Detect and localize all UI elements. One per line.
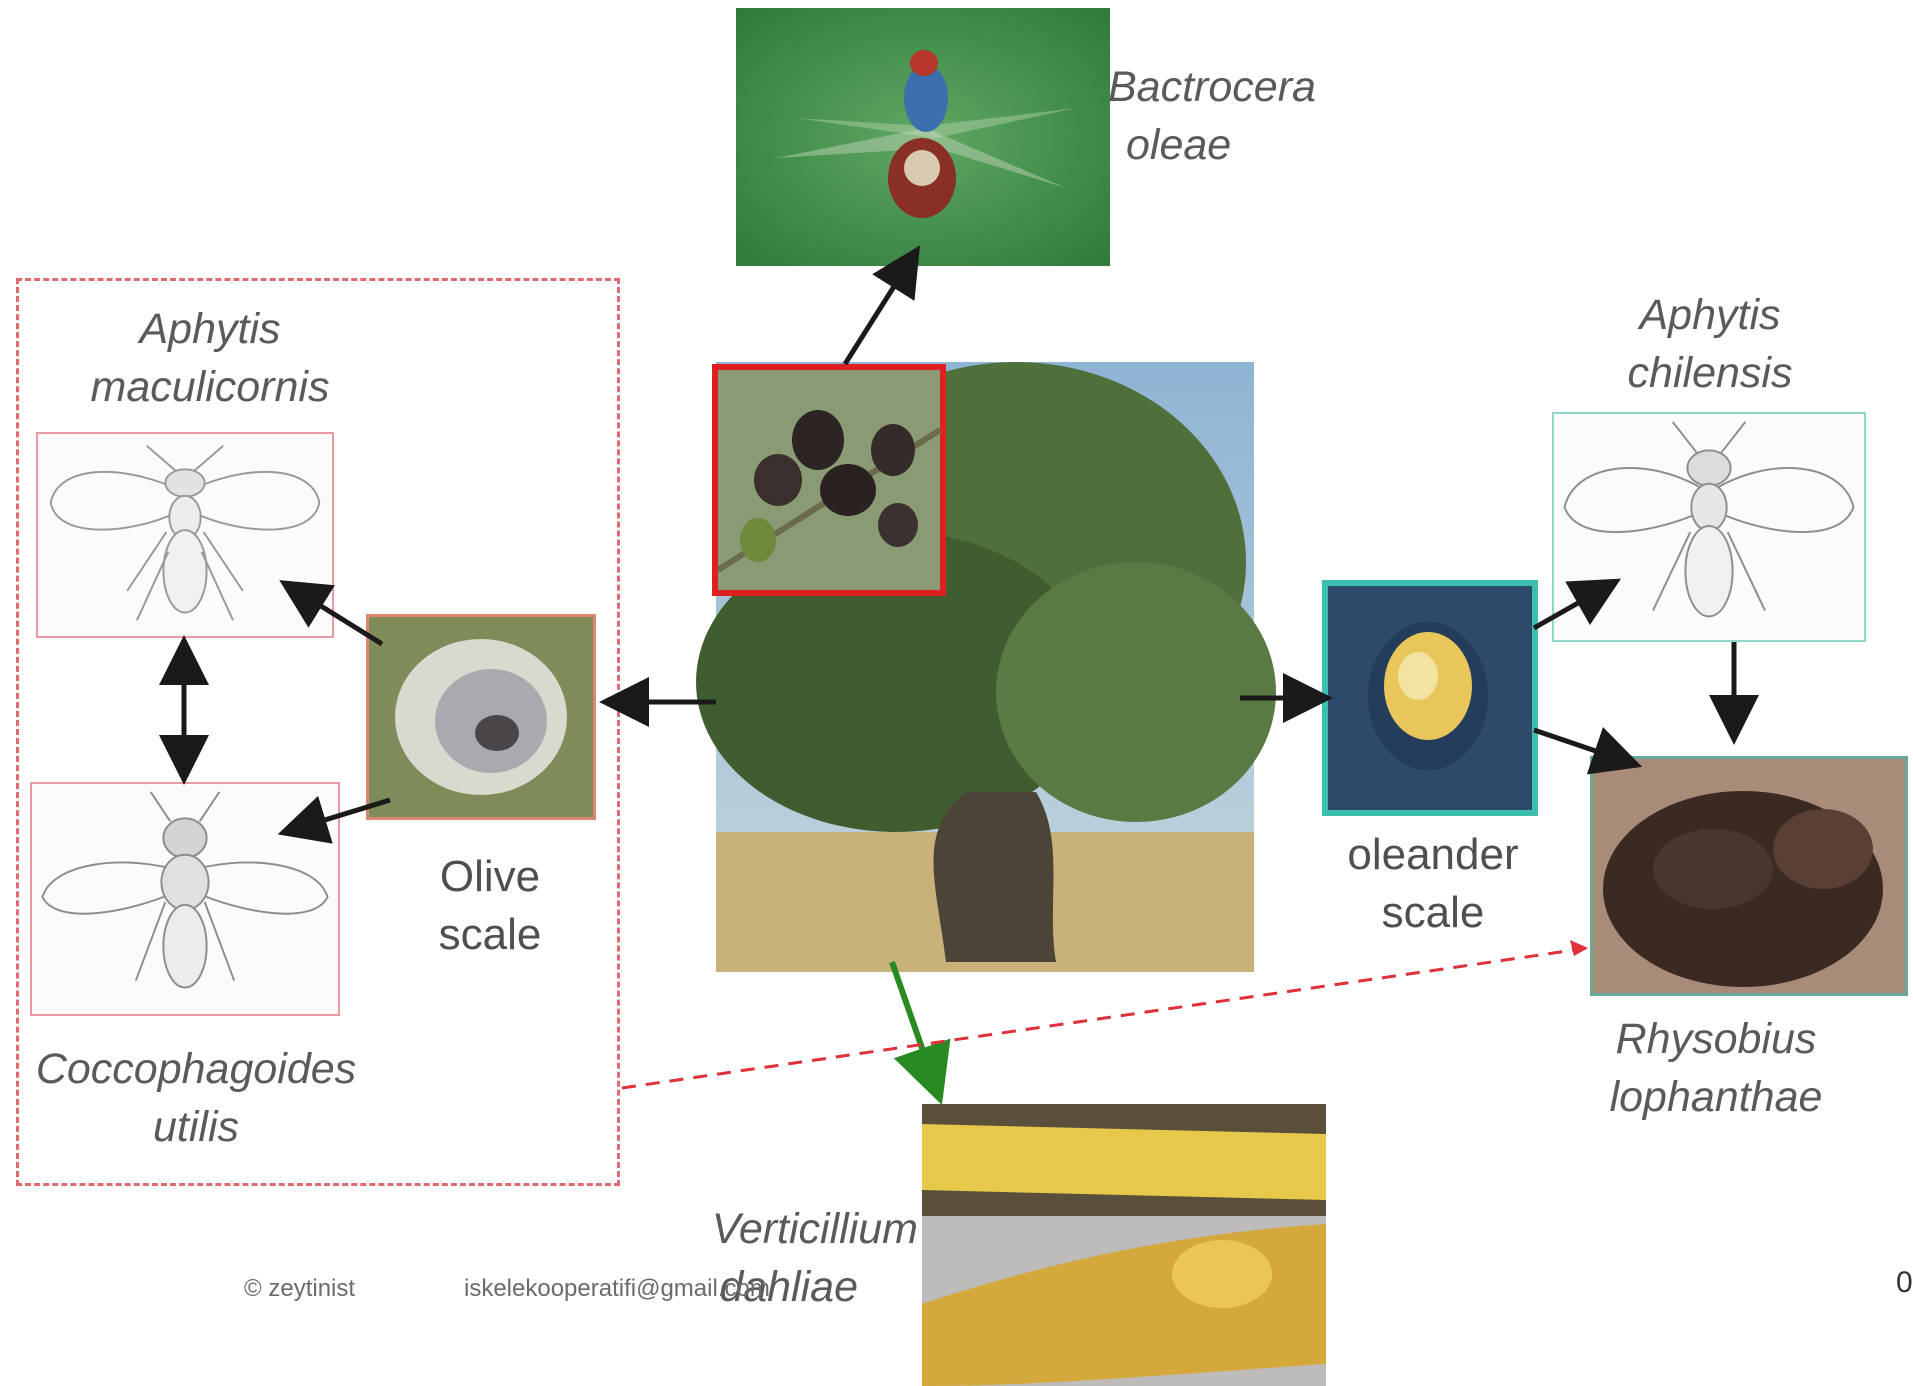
bactrocera-oleae-label: Bactrocera oleae bbox=[1108, 58, 1316, 174]
bactrocera-line2: oleae bbox=[1126, 121, 1232, 169]
olive-scale-group-box bbox=[16, 278, 620, 1186]
aphytis-chilensis-line2: chilensis bbox=[1627, 349, 1793, 397]
arrow-fruit-to-bactrocera bbox=[842, 245, 921, 366]
coccophagoides-line1: Coccophagoides bbox=[35, 1045, 357, 1093]
oleander-scale-line1: oleander bbox=[1347, 830, 1519, 879]
aphytis-maculicornis-label: Aphytis maculicornis bbox=[40, 300, 380, 416]
rhysobius-lophanthae-label: Rhysobius lophanthae bbox=[1586, 1010, 1846, 1126]
aphytis-maculicornis-line1: Aphytis bbox=[139, 305, 281, 353]
bactrocera-line1: Bactrocera bbox=[1108, 63, 1316, 111]
olive-scale-photo bbox=[366, 614, 596, 820]
aphytis-chilensis-line1: Aphytis bbox=[1639, 291, 1781, 339]
verticillium-dahliae-photo bbox=[922, 1104, 1326, 1386]
coccophagoides-utilis-label: Coccophagoides utilis bbox=[16, 1040, 376, 1156]
verticillium-dahliae-label: Verticillium dahliae bbox=[668, 1200, 918, 1316]
olive-fruit-photo bbox=[712, 364, 946, 596]
verticillium-line2: dahliae bbox=[719, 1263, 858, 1311]
coccophagoides-line2: utilis bbox=[152, 1103, 240, 1151]
footer-copyright: © zeytinist bbox=[244, 1275, 356, 1302]
arrow-tree-to-verticillium bbox=[889, 961, 951, 1105]
footer-email[interactable]: iskelekooperatifi@gmail.com bbox=[464, 1275, 770, 1302]
olive-scale-label: Olive scale bbox=[410, 848, 570, 964]
oleander-scale-line2: scale bbox=[1381, 888, 1485, 937]
verticillium-line1: Verticillium bbox=[711, 1205, 918, 1253]
bactrocera-oleae-photo bbox=[736, 8, 1110, 266]
aphytis-maculicornis-line2: maculicornis bbox=[90, 363, 330, 411]
aphytis-chilensis-drawing bbox=[1552, 412, 1866, 642]
footer-page-number: 0 bbox=[1896, 1266, 1913, 1299]
rhysobius-line2: lophanthae bbox=[1609, 1073, 1823, 1121]
rhysobius-lophanthae-photo bbox=[1590, 756, 1908, 996]
olive-scale-line2: scale bbox=[438, 910, 542, 959]
oleander-scale-label: oleander scale bbox=[1318, 826, 1548, 942]
rhysobius-line1: Rhysobius bbox=[1615, 1015, 1817, 1063]
aphytis-maculicornis-drawing bbox=[36, 432, 334, 638]
coccophagoides-utilis-drawing bbox=[30, 782, 340, 1016]
oleander-scale-photo bbox=[1322, 580, 1538, 816]
aphytis-chilensis-label: Aphytis chilensis bbox=[1580, 286, 1840, 402]
olive-scale-line1: Olive bbox=[439, 852, 541, 901]
